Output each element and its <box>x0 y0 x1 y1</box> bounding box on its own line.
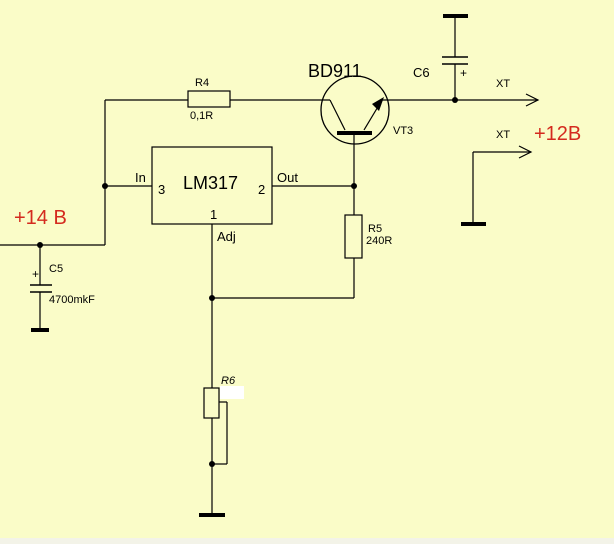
xt-top-label: XT <box>496 78 510 90</box>
adj-wire <box>199 224 225 517</box>
resistor-r4 <box>105 90 330 108</box>
transistor-part: BD911 <box>308 61 362 81</box>
regulator-name: LM317 <box>183 173 238 193</box>
regulator-in-label: In <box>135 170 146 185</box>
capacitor-c6 <box>442 14 468 100</box>
c6-polarity: + <box>460 66 467 80</box>
resistor-r6 <box>203 386 244 465</box>
junction-dot <box>209 461 215 467</box>
out-wire <box>272 135 355 215</box>
junction-dot <box>37 242 43 248</box>
input-wire <box>0 100 152 285</box>
junction-dot <box>209 295 215 301</box>
output-ground-connector <box>461 145 533 226</box>
capacitor-c5 <box>30 284 52 332</box>
r6-ref: R6 <box>221 375 236 387</box>
r5-value: 240R <box>366 235 392 247</box>
regulator-pin-adj: 1 <box>210 207 217 222</box>
junction-dot <box>102 183 108 189</box>
regulator-adj-label: Adj <box>217 229 236 244</box>
regulator-pin-in: 3 <box>158 182 165 197</box>
c5-polarity: + <box>32 267 39 281</box>
regulator-pin-out: 2 <box>258 182 265 197</box>
regulator-out-label: Out <box>277 170 298 185</box>
bottom-strip <box>0 538 614 544</box>
xt-bottom-label: XT <box>496 129 510 141</box>
output-voltage-label: +12В <box>534 123 581 145</box>
c5-value: 4700mkF <box>49 294 95 306</box>
junction-dot <box>351 183 357 189</box>
c6-ref: C6 <box>413 65 430 80</box>
output-wire <box>455 93 540 107</box>
r4-ref: R4 <box>195 77 209 89</box>
input-voltage-label: +14 В <box>14 207 67 229</box>
transistor-vt3 <box>320 75 455 145</box>
c5-ref: C5 <box>49 263 63 275</box>
r4-value: 0,1R <box>190 110 213 122</box>
transistor-ref: VT3 <box>393 125 413 137</box>
r5-ref: R5 <box>368 223 382 235</box>
resistor-r5 <box>212 214 363 299</box>
